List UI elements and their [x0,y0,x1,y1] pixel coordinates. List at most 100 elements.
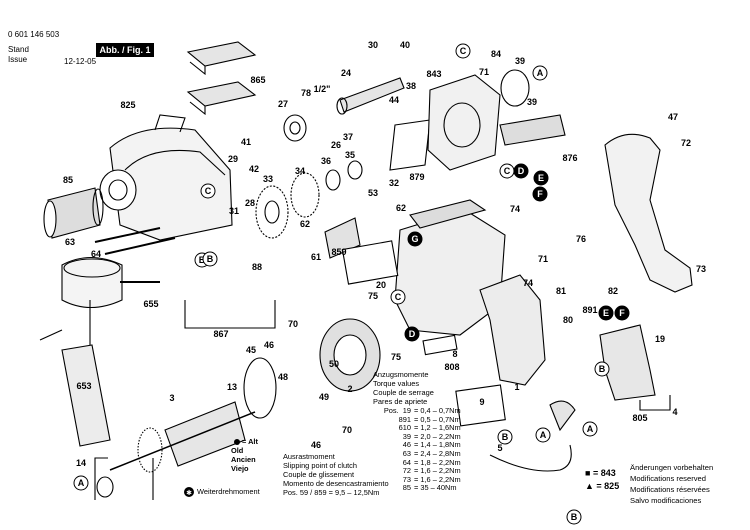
callout-label: B [599,364,606,374]
part-number-label: 46 [311,440,321,450]
callout-marker [73,475,89,491]
part-number-label: 42 [249,164,259,174]
part-number-label: 47 [668,112,678,122]
part-number-label: 26 [331,140,341,150]
torque-pos: 73 [402,474,411,484]
part-number-label: 61 [311,252,321,262]
issue-date: 12-12-05 [64,57,97,66]
part-number-label: 35 [345,150,355,160]
torque-title-fr: Couple de serrage [373,388,434,397]
part-number-label: 74 [510,204,520,214]
torque-pos: 891 [398,414,411,424]
alt-line-ancien: Ancien [231,455,256,464]
stand-label: Stand [8,45,29,54]
part-number-label: 2 [347,384,352,394]
callout-label: C [205,186,212,196]
callout-marker [513,163,529,179]
callout-label: A [587,424,594,434]
part-number-label: 74 [523,278,533,288]
callout-marker [497,429,513,445]
torque-title-es: Pares de apriete [373,397,428,406]
torque-value: = 1,2 – 1,6Nm [414,423,461,433]
part-number-label: 82 [608,286,618,296]
part-number-label: 39 [515,56,525,66]
callout-label: F [619,308,625,318]
callout-marker [582,421,598,437]
part-number-label: 5 [497,443,502,453]
part-number-label: 49 [319,392,329,402]
callout-label: F [537,189,543,199]
triangle-symbol-legend: ▲ = 825 [585,481,620,491]
callout-label: A [537,68,544,78]
callout-label: D [518,166,525,176]
alt-marker-text: = Alt [242,437,258,446]
torque-value: = 1,6 – 2,2Nm [414,466,461,476]
torque-row: Pos. 19= 0,4 – 0,7Nm [373,406,461,415]
part-number-label: 78 [301,88,311,98]
part-number-label: 41 [241,137,251,147]
part-number-label: 808 [444,362,459,372]
torque-value: = 1,6 – 2,2Nm [414,474,461,484]
torque-row: 73= 1,6 – 2,2Nm [373,474,461,484]
part-number-label: 29 [228,154,238,164]
clutch-title-de: Ausrastmoment [283,452,335,461]
torque-pos: 39 [402,431,411,441]
callout-marker [533,170,549,186]
part-number-label: 24 [341,68,351,78]
alt-marker-icon [234,439,240,445]
callout-marker [566,509,582,525]
part-number-label: 31 [229,206,239,216]
part-number-label: 85 [63,175,73,185]
callout-marker [532,65,548,81]
part-number-label: 32 [389,178,399,188]
part-number-label: 70 [342,425,352,435]
callout-marker [598,305,614,321]
part-number-label: 70 [288,319,298,329]
part-number-label: 1 [514,382,519,392]
torque-value: = 2,4 – 2,8Nm [414,449,461,458]
callout-marker [535,427,551,443]
part-number-label: 825 [120,100,135,110]
callout-label: B [199,255,206,265]
note-fr: Modifications réservées [630,485,710,494]
callout-label: D [409,329,416,339]
part-number-label: 843 [426,69,441,79]
part-number-label: 653 [76,381,91,391]
part-number-label: 39 [527,97,537,107]
part-number-label: 40 [400,40,410,50]
clutch-title-es: Momento de desencastramiento [283,479,389,488]
footnote-symbol-icon: ✱ [184,487,194,497]
part-number-label: 62 [300,219,310,229]
callout-marker [202,251,218,267]
part-number-label: 64 [91,249,101,259]
callout-marker [407,231,423,247]
callout-marker [455,43,471,59]
footnote-text: Weiterdrehmoment [197,487,260,496]
alt-line-old: Old [231,446,244,455]
callout-marker [200,183,216,199]
torque-pos: 63 [402,449,411,458]
doc-number: 0 601 146 503 [8,30,60,39]
callout-label: C [395,292,402,302]
part-number-label: 36 [321,156,331,166]
torque-row: 72= 1,6 – 2,2Nm [373,466,461,476]
torque-row: 63= 2,4 – 2,8Nm [373,449,461,458]
square-symbol-legend: ■ = 843 [585,468,616,478]
figure-badge: Abb. / Fig. 1 [96,43,154,57]
torque-row: 610= 1,2 – 1,6Nm [373,423,461,433]
part-number-label: 13 [227,382,237,392]
part-number-label: 62 [396,203,406,213]
part-number-label: 45 [246,345,256,355]
part-number-label: 859 [331,247,346,257]
part-number-label: 34 [295,166,305,176]
part-number-label: 867 [213,329,228,339]
part-number-label: 14 [76,458,86,468]
part-number-label: 75 [391,352,401,362]
part-number-label: 655 [143,299,158,309]
torque-pos: 610 [398,423,411,433]
callout-marker [532,186,548,202]
part-number-label: 28 [245,198,255,208]
part-number-label: 76 [576,234,586,244]
note-es: Salvo modificaciones [630,496,702,505]
